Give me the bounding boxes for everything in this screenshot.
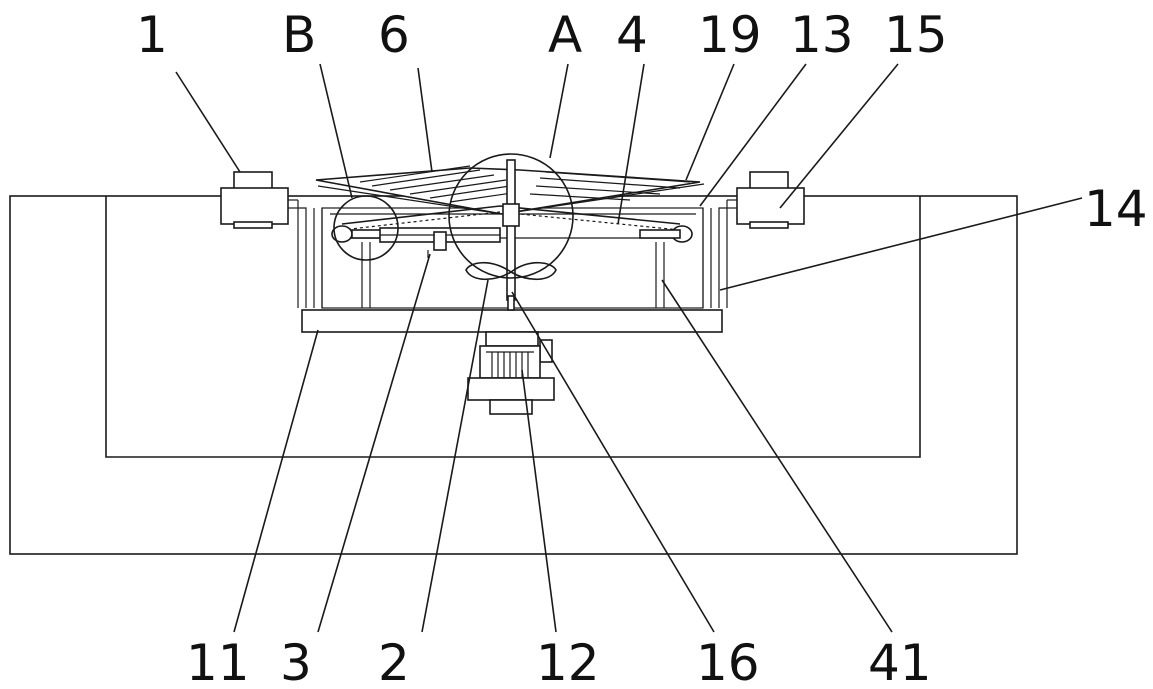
label-11: 11 [186, 634, 250, 689]
label-19: 19 [698, 6, 762, 64]
label-3: 3 [280, 634, 312, 689]
support-legs [361, 242, 665, 308]
label-2: 2 [378, 634, 410, 689]
base-plate [301, 309, 723, 333]
right-sprocket [639, 225, 693, 243]
label-16: 16 [696, 634, 760, 689]
label-14: 14 [1084, 180, 1148, 238]
label-13: 13 [790, 6, 854, 64]
central-shaft [502, 159, 520, 311]
right-sensor-block [725, 171, 805, 229]
detail-circle-A [448, 153, 574, 279]
left-sensor-block [220, 171, 300, 229]
slide-rail [379, 227, 501, 258]
left-sprocket [331, 225, 393, 243]
label-15: 15 [884, 6, 948, 64]
label-41: 41 [868, 634, 932, 689]
label-A: A [548, 6, 582, 64]
inner-tank [105, 196, 921, 458]
motor [467, 331, 555, 415]
label-4: 4 [616, 6, 648, 64]
leader-lines [175, 63, 1083, 633]
label-6: 6 [378, 6, 410, 64]
propeller-blades [465, 261, 557, 281]
detail-circle-B [333, 195, 399, 261]
label-1: 1 [136, 6, 168, 64]
left-pipe [297, 200, 323, 308]
label-B: B [282, 6, 316, 64]
right-pipe [702, 200, 728, 308]
label-12: 12 [536, 634, 600, 689]
